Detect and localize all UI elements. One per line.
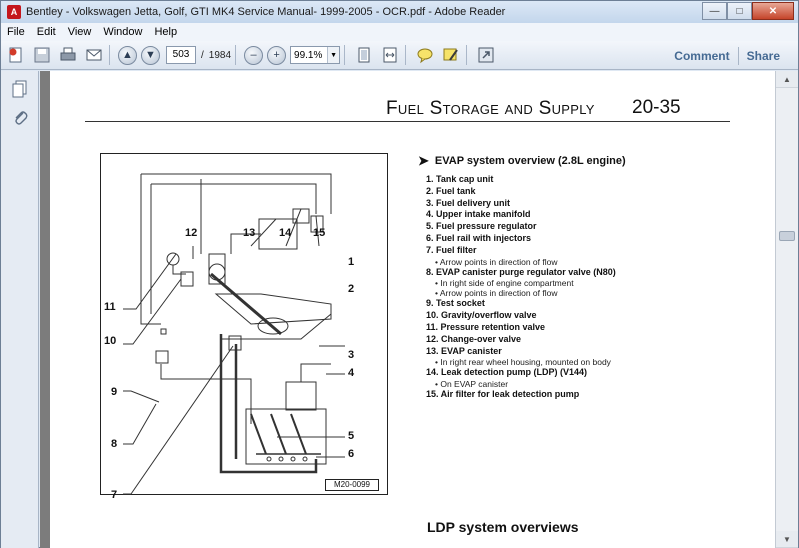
diagram-label: 10 [104,335,117,347]
close-button[interactable]: ✕ [752,2,794,20]
next-page-icon[interactable]: ▼ [141,45,160,65]
toolbar-right-group: Comment Share [666,41,788,70]
zoom-in-icon[interactable]: + [267,45,287,65]
component-list-item: 1. Tank cap unit [426,174,494,184]
pointer-arrow-icon: ➤ [418,153,429,168]
diagram-label: 7 [111,489,118,501]
component-note: • On EVAP canister [435,379,509,390]
scroll-up-icon[interactable]: ▲ [776,71,798,88]
component-list-item: 10. Gravity/overflow valve [426,310,537,321]
diagram-label: 15 [313,227,326,239]
component-list-item: 8. EVAP canister purge regulator valve (… [426,266,616,277]
diagram-label: 5 [348,430,355,442]
evap-system-diagram: 12 13 14 15 11 10 9 8 7 [100,153,388,501]
menu-edit[interactable]: Edit [36,26,56,38]
header-rule [85,121,730,122]
chevron-down-icon[interactable]: ▼ [327,47,340,63]
window-title: Bentley - Volkswagen Jetta, Golf, GTI MK… [26,6,506,18]
menu-view[interactable]: View [67,26,92,38]
diagram-label: 11 [104,301,116,313]
overview-title: EVAP system overview (2.8L engine) [434,155,626,167]
toolbar-separator [109,45,110,65]
component-list-item: 14. Leak detection pump (LDP) (V144) [426,367,588,378]
diagram-label: 14 [279,227,292,239]
title-bar: A Bentley - Volkswagen Jetta, Golf, GTI … [1,1,798,23]
scroll-thumb[interactable] [779,231,795,241]
page-total: 1984 [208,49,232,61]
toolbar-divider [737,46,739,65]
page-number-input[interactable]: 503 [166,46,196,64]
toolbar-separator [405,45,407,65]
save-icon[interactable] [31,44,53,66]
diagram-label: 6 [348,448,355,460]
component-note: • In right rear wheel housing, mounted o… [435,357,611,368]
zoom-out-icon[interactable]: – [244,45,264,65]
share-button[interactable]: Share [746,48,780,63]
create-pdf-icon[interactable] [5,44,27,66]
component-list-item: 3. Fuel delivery unit [426,197,511,208]
diagram-label: 2 [348,283,355,295]
component-note: • Arrow points in direction of flow [435,256,558,267]
component-list-item: 9. Test socket [426,298,485,309]
previous-page-icon[interactable]: ▲ [118,45,137,65]
document-view[interactable]: Fuel Storage and Supply 20-35 [40,71,775,548]
fit-width-icon[interactable] [379,44,401,66]
page-header-number: 20-35 [632,97,681,118]
toolbar: ▲ ▼ 503 / 1984 – + 99.1% ▼ Comment [1,41,798,70]
component-list-item: 11. Pressure retention valve [426,321,546,332]
overview-heading: ➤ EVAP system overview (2.8L engine) [418,153,626,169]
component-list-item: 13. EVAP canister [426,345,502,356]
diagram-label: 3 [348,349,355,361]
page-separator: / [201,49,204,61]
component-note: • In right side of engine compartment [435,278,574,289]
window-controls: — □ ✕ [702,2,794,20]
component-list-item: 5. Fuel pressure regulator [426,221,537,232]
minimize-button[interactable]: — [702,2,727,20]
pdf-page: Fuel Storage and Supply 20-35 [50,71,775,548]
menu-help[interactable]: Help [154,26,178,38]
menu-bar: File Edit View Window Help [1,23,798,41]
figure-id: M20-0099 [325,479,379,491]
email-icon[interactable] [83,44,105,66]
maximize-button[interactable]: □ [727,2,752,20]
toolbar-separator [235,45,237,65]
menu-window[interactable]: Window [103,26,143,38]
sticky-note-icon[interactable] [414,44,436,66]
zoom-select[interactable]: 99.1% ▼ [290,46,341,64]
evap-overview: ➤ EVAP system overview (2.8L engine) 1. … [418,153,626,401]
diagram-label: 9 [111,386,118,398]
diagram-drawing [123,173,345,495]
diagram-label: 4 [348,367,355,379]
component-list-item: 7. Fuel filter [426,244,477,255]
component-list-item: 12. Change-over valve [426,333,522,344]
component-note: • Arrow points in direction of flow [435,288,558,299]
navigation-sidebar [1,71,39,548]
diagram-label: 12 [185,227,198,239]
zoom-value: 99.1% [294,49,323,61]
component-list-item: 15. Air filter for leak detection pump [426,389,580,400]
comment-button[interactable]: Comment [674,48,730,63]
print-icon[interactable] [57,44,79,66]
component-list-item: 2. Fuel tank [426,185,476,196]
attachments-icon[interactable] [10,107,30,127]
toolbar-separator [466,45,468,65]
pages-panel-icon[interactable] [10,79,30,99]
adobe-reader-icon: A [7,5,21,19]
component-list-item: 6. Fuel rail with injectors [426,232,532,243]
diagram-label: 13 [243,227,256,239]
ldp-section-title: LDP system overviews [427,519,579,535]
toolbar-separator [344,45,346,65]
diagram-label: 1 [348,256,355,268]
vertical-scrollbar[interactable]: ▲ ▼ [775,71,798,548]
expand-icon[interactable] [475,44,497,66]
diagram-label: 8 [111,438,118,450]
page-header-title: Fuel Storage and Supply [386,98,595,119]
component-list-item: 4. Upper intake manifold [426,209,531,220]
scroll-down-icon[interactable]: ▼ [776,531,798,548]
menu-file[interactable]: File [7,26,25,38]
fit-page-icon[interactable] [353,44,375,66]
highlight-icon[interactable] [440,44,462,66]
